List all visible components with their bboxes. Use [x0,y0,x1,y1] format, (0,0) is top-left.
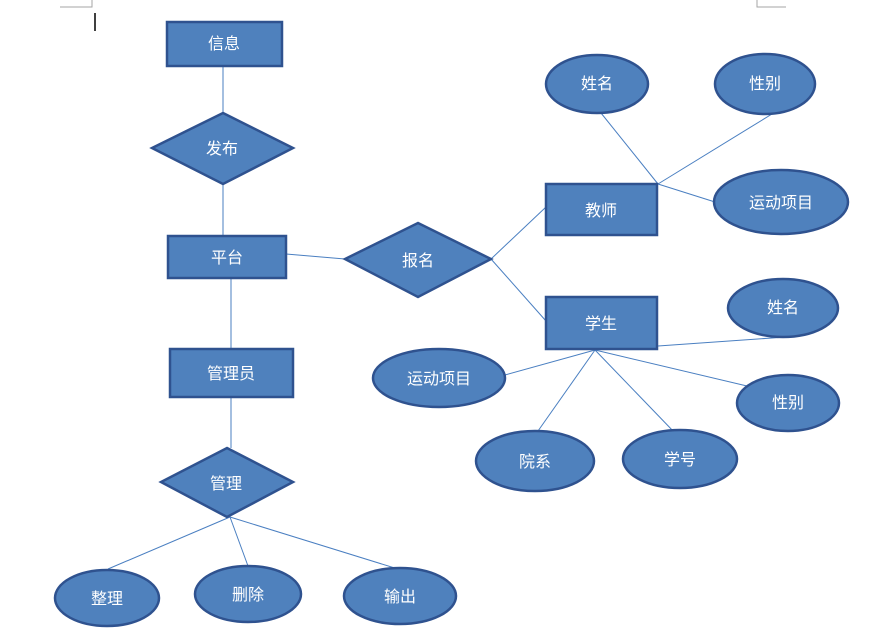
attribute-teacher-name-label: 姓名 [581,74,613,93]
attribute-student-gender-label: 性别 [772,393,804,412]
attribute-student-name-label: 姓名 [767,298,799,317]
line-student-gender [594,349,748,387]
entity-admin-label: 管理员 [207,364,255,383]
entity-platform-label: 平台 [211,248,243,267]
entity-platform: 平台 [166,234,288,280]
line-platform-register [285,253,346,260]
entity-teacher: 教师 [544,182,659,237]
attribute-student-sport-label: 运动项目 [407,369,471,388]
entity-admin: 管理员 [168,347,295,399]
attribute-student-dept: 院系 [474,429,596,493]
line-teacher-gender [657,113,773,185]
line-student-name [657,336,787,347]
attribute-teacher-gender: 性别 [713,52,817,116]
line-manage-export [229,516,399,570]
relationship-manage: 管理 [158,446,296,519]
line-teacher-name [600,112,659,185]
page-crop-marks [60,0,786,8]
entity-info-label: 信息 [208,34,240,53]
attribute-student-id: 学号 [621,428,739,490]
relationship-publish-label: 发布 [206,139,238,158]
line-student-dept [537,349,596,432]
line-teacher-sport [657,183,716,203]
attribute-student-dept-label: 院系 [519,452,551,471]
line-student-sport [504,349,596,376]
relationship-publish: 发布 [149,111,296,186]
line-register-student [490,258,547,322]
attribute-student-id-label: 学号 [664,450,696,469]
relationship-register-label: 报名 [402,251,434,270]
attribute-teacher-name: 姓名 [544,53,650,115]
attribute-manage-sort: 整理 [53,568,161,628]
attribute-manage-sort-label: 整理 [91,589,123,608]
line-student-id [594,349,676,434]
connector-lines [107,66,787,570]
attribute-manage-export: 输出 [342,566,458,626]
line-manage-delete [229,516,249,567]
attribute-manage-delete-label: 删除 [232,585,264,604]
entity-student-label: 学生 [585,314,617,333]
relationship-manage-label: 管理 [210,474,242,493]
attribute-teacher-gender-label: 性别 [749,74,781,93]
relationship-register: 报名 [342,221,494,299]
attribute-student-name: 姓名 [726,277,840,339]
entity-info: 信息 [165,20,284,68]
line-manage-sort [107,516,231,570]
attribute-teacher-sport: 运动项目 [712,168,850,236]
attribute-student-gender: 性别 [735,373,841,433]
attribute-manage-delete: 删除 [193,564,303,624]
attribute-manage-export-label: 输出 [384,587,416,606]
attribute-student-sport: 运动项目 [371,347,507,409]
line-register-teacher [490,206,547,260]
entity-teacher-label: 教师 [585,201,617,220]
attribute-teacher-sport-label: 运动项目 [749,193,813,212]
entity-student: 学生 [544,295,659,351]
